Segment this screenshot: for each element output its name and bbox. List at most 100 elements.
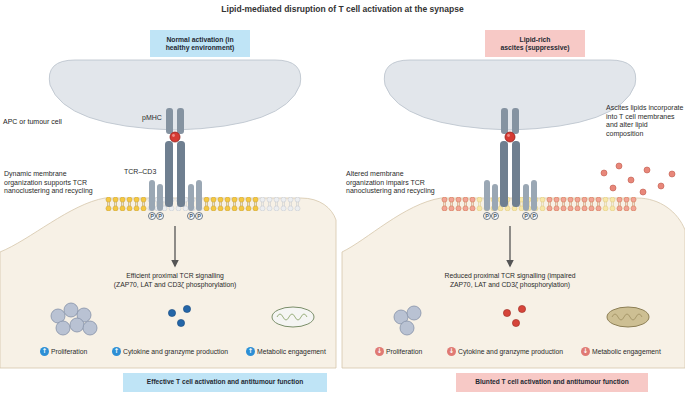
outcome-text: Proliferation — [386, 347, 422, 356]
banner-text: Effective T cell activation and antitumo… — [147, 378, 303, 387]
lipid-droplet — [616, 163, 622, 169]
cell-icon — [407, 306, 421, 320]
ascites-lipid-droplets — [601, 163, 675, 195]
cell-icon — [83, 321, 97, 335]
signal-arrow — [174, 226, 175, 266]
phosphate-label: P — [156, 212, 164, 220]
phosphate-label: P — [187, 212, 195, 220]
panel-header-box: Lipid-rich ascites (suppressive) — [485, 30, 585, 57]
cytokine-granules-icon — [168, 305, 190, 326]
outcome-text: Metabolic engagement — [257, 347, 326, 356]
lipid-droplet — [640, 189, 646, 195]
increase-arrow-icon: ↑ — [246, 347, 255, 356]
peptide-mhc — [170, 132, 180, 142]
mitochondrion-icon — [607, 307, 649, 327]
outcome-banner: Effective T cell activation and antitumo… — [123, 373, 327, 392]
cytokine-dot — [168, 309, 175, 316]
annotation-text: Ascites lipids incorporate into T cell m… — [606, 104, 684, 138]
peptide-highlight — [172, 134, 175, 137]
tcr-chain — [165, 141, 173, 207]
cell-icon — [394, 310, 408, 324]
annotation-text: Dynamic membrane organization supports T… — [4, 170, 94, 196]
lipid-droplet — [644, 167, 650, 173]
outcome-banner: Blunted T cell activation and antitumour… — [456, 373, 648, 392]
outcome-text: Cytokine and granzyme production — [123, 347, 228, 356]
ascites-lipid-domain — [546, 197, 602, 211]
outcome-text: Metabolic engagement — [592, 347, 661, 356]
phosphate-label: P — [530, 212, 538, 220]
figure-title: Lipid-mediated disruption of T cell acti… — [0, 4, 685, 14]
cytokine-dot — [183, 305, 190, 312]
annotation-text: Altered membrane organization impairs TC… — [346, 170, 436, 196]
ascites-lipid-domain — [441, 197, 476, 211]
lipid-droplet — [628, 177, 634, 183]
signal-arrow — [509, 226, 510, 266]
signalling-text: Efficient proximal TCR signalling (ZAP70… — [100, 272, 250, 289]
lipid-droplet — [601, 170, 607, 176]
cd3-chain — [157, 184, 163, 211]
decrease-arrow-icon: ↓ — [581, 347, 590, 356]
cell-icon — [400, 321, 414, 335]
molecule-label: pMHC — [142, 114, 162, 123]
tumour-cell-shape — [384, 60, 635, 130]
t-cell: Efficient proximal TCR signalling (ZAP70… — [0, 190, 336, 368]
apc-cell: APC or tumour cell — [0, 55, 336, 135]
mitochondrion-cristae — [277, 314, 307, 320]
phosphate-label: P — [522, 212, 530, 220]
mitochondrion-outline — [607, 307, 649, 327]
mhc-chain — [177, 108, 184, 134]
outcome-text: Proliferation — [51, 347, 87, 356]
phosphate-label: P — [148, 212, 156, 220]
cytokine-dot — [512, 319, 519, 326]
cytokine-granules-icon — [503, 305, 525, 326]
tcr-pmhc-complex — [149, 108, 202, 211]
molecule-label: TCR–CD3 — [124, 168, 156, 177]
cell-icon — [70, 318, 84, 332]
decrease-arrow-icon: ↓ — [447, 347, 456, 356]
mitochondrion-cristae — [612, 314, 642, 320]
tcr-pmhc-complex — [484, 108, 537, 211]
cell-label: APC or tumour cell — [3, 118, 62, 127]
lipid-droplet — [658, 183, 664, 189]
lipid-bilayer — [441, 197, 637, 211]
cd3-chain — [149, 180, 155, 211]
cell-icon — [56, 321, 70, 335]
cd3-chain — [196, 180, 202, 211]
mitochondrion-icon — [272, 307, 314, 327]
cytokine-dot — [503, 309, 510, 316]
t-cell-shape — [342, 198, 685, 368]
proliferating-cells-icon — [394, 306, 421, 335]
t-cell: Reduced proximal TCR signalling (impaire… — [342, 190, 685, 368]
lipid-droplet — [669, 171, 675, 177]
phosphate-label: P — [483, 212, 491, 220]
cell-icon — [77, 308, 91, 322]
cytokine-dot — [177, 319, 184, 326]
increase-arrow-icon: ↑ — [112, 347, 121, 356]
cell-icon — [64, 303, 78, 317]
decrease-arrow-icon: ↓ — [375, 347, 384, 356]
ordered-lipid-domain — [105, 197, 147, 211]
lipid-bilayer — [105, 197, 301, 211]
mhc-chain — [166, 108, 173, 134]
proliferating-cells-icon — [51, 303, 97, 335]
outcome-text: Cytokine and granzyme production — [458, 347, 563, 356]
apc-cell-shape — [49, 60, 300, 130]
tcr-chain — [177, 141, 185, 207]
lipid-droplet — [610, 185, 616, 191]
ordered-lipid-domain — [203, 197, 259, 211]
panel-header-text: Lipid-rich ascites (suppressive) — [489, 36, 581, 52]
t-cell-shape — [0, 198, 336, 368]
cytokine-dot — [518, 305, 525, 312]
cell-icon — [51, 309, 65, 323]
title-area: Lipid-mediated disruption of T cell acti… — [0, 4, 685, 14]
mitochondrion-outline — [272, 307, 314, 327]
panel-header-box: Normal activation (in healthy environmen… — [150, 30, 250, 57]
phosphate-label: P — [195, 212, 203, 220]
increase-arrow-icon: ↑ — [40, 347, 49, 356]
banner-text: Blunted T cell activation and antitumour… — [475, 378, 629, 387]
cd3-chain — [188, 184, 194, 211]
ascites-lipid-domain — [616, 197, 637, 211]
